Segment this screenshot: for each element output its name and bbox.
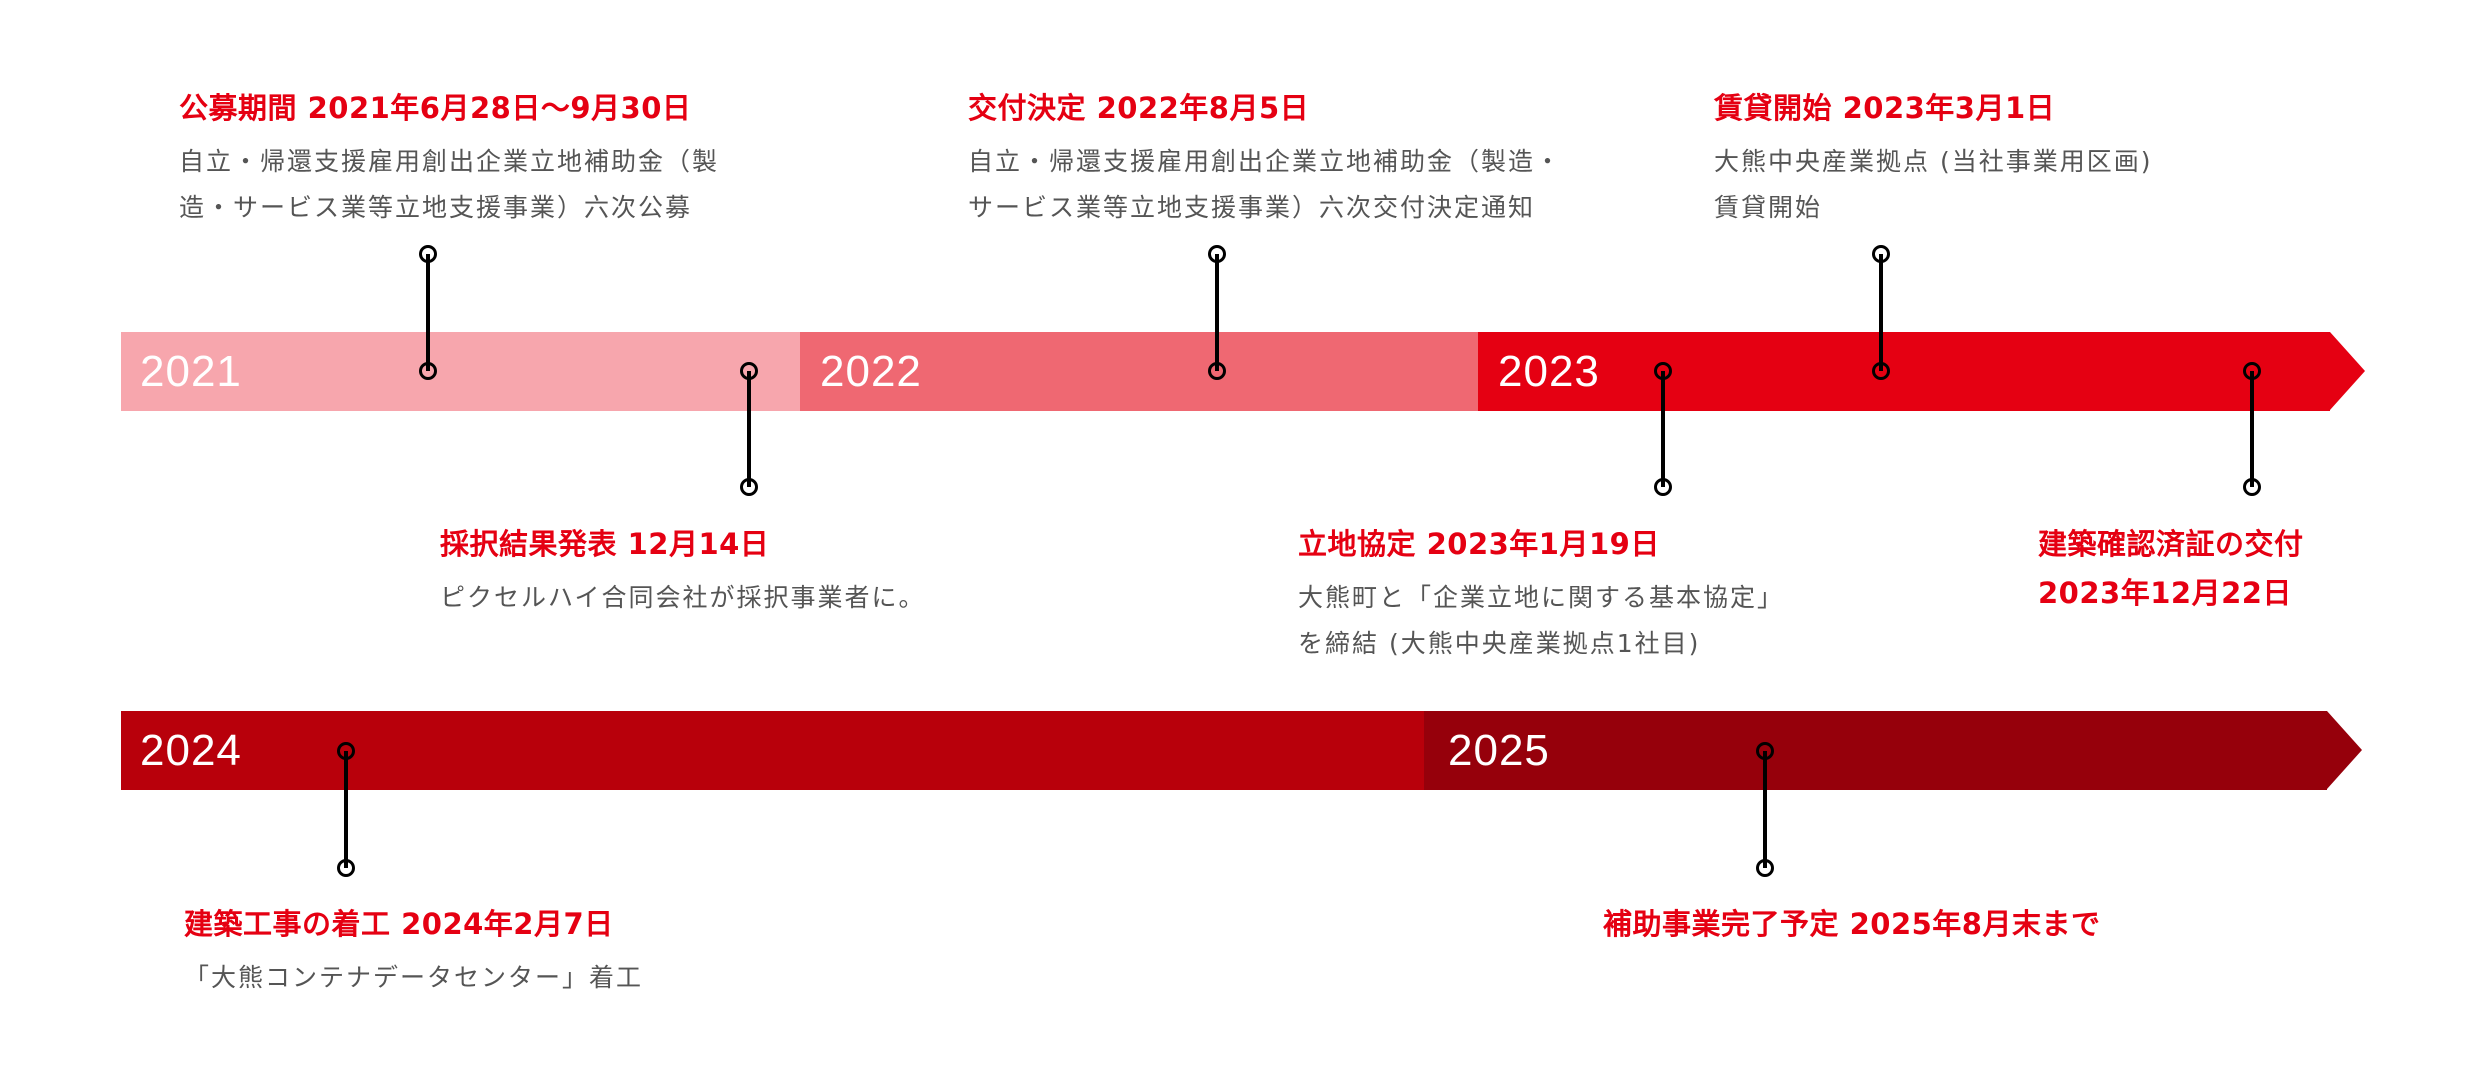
year-segment-2021 (121, 332, 800, 411)
connector-line (426, 254, 430, 371)
connector-line (1763, 751, 1767, 868)
event-desc: 「大熊コンテナデータセンター」着工 (184, 963, 644, 992)
connector-dot (1207, 361, 1226, 380)
connector-dot (1653, 361, 1672, 380)
connector-dot (2242, 361, 2261, 380)
event-location-agreement: 立地協定 2023年1月19日 大熊町と「企業立地に関する基本協定」を締結 (大… (1298, 524, 1784, 667)
year-label-2025: 2025 (1448, 726, 1550, 775)
year-segment-2025 (1424, 711, 2327, 790)
connector-dot (2242, 477, 2261, 496)
connector-dot (1755, 741, 1774, 760)
event-title: 公募期間 2021年6月28日〜9月30日 (179, 91, 692, 125)
connector-dot (1207, 244, 1226, 263)
connector-dot (739, 361, 758, 380)
event-title: 立地協定 2023年1月19日 (1298, 527, 1660, 561)
event-desc: 造・サービス業等立地支援事業）六次公募 (179, 193, 693, 222)
event-selection-result: 採択結果発表 12月14日 ピクセルハイ合同会社が採択事業者に。 (440, 524, 926, 621)
year-segment-2023 (1478, 332, 2330, 411)
event-application-period: 公募期間 2021年6月28日〜9月30日 自立・帰還支援雇用創出企業立地補助金… (179, 88, 719, 231)
connector-line (344, 751, 348, 868)
event-desc: 自立・帰還支援雇用創出企業立地補助金（製 (179, 147, 720, 176)
year-label-2024: 2024 (140, 726, 242, 775)
event-lease-start: 賃貸開始 2023年3月1日 大熊中央産業拠点 (当社事業用区画) 賃貸開始 (1714, 88, 2152, 231)
event-project-completion: 補助事業完了予定 2025年8月末まで (1603, 904, 2101, 944)
event-title: 建築確認済証の交付 (2038, 527, 2304, 561)
connector-dot (739, 477, 758, 496)
connector-dot (418, 244, 437, 263)
timeline-arrow-head (2327, 711, 2362, 789)
timeline-arrow-head (2330, 332, 2365, 410)
connector-line (1879, 254, 1883, 371)
event-desc: を締結 (大熊中央産業拠点1社目) (1298, 629, 1701, 658)
connector-dot (336, 741, 355, 760)
year-segment-2024 (121, 711, 1424, 790)
event-title: 建築工事の着工 2024年2月7日 (184, 907, 614, 941)
event-title: 2023年12月22日 (2038, 576, 2292, 610)
event-desc: 大熊中央産業拠点 (当社事業用区画) (1714, 147, 2153, 176)
event-desc: 自立・帰還支援雇用創出企業立地補助金（製造・ (968, 147, 1563, 176)
connector-dot (1871, 361, 1890, 380)
event-building-certificate: 建築確認済証の交付 2023年12月22日 (2038, 520, 2304, 618)
event-title: 交付決定 2022年8月5日 (968, 91, 1310, 125)
event-title: 賃貸開始 2023年3月1日 (1714, 91, 2056, 125)
year-segment-2022 (800, 332, 1478, 411)
connector-dot (1871, 244, 1890, 263)
connector-line (1215, 254, 1219, 371)
event-desc: サービス業等立地支援事業）六次交付決定通知 (968, 193, 1536, 222)
connector-dot (418, 361, 437, 380)
connector-dot (336, 858, 355, 877)
connector-line (1661, 371, 1665, 487)
event-desc: 大熊町と「企業立地に関する基本協定」 (1298, 583, 1785, 612)
connector-line (2250, 371, 2254, 487)
event-title: 補助事業完了予定 2025年8月末まで (1603, 907, 2101, 941)
event-desc: 賃貸開始 (1714, 193, 1823, 222)
event-construction-start: 建築工事の着工 2024年2月7日 「大熊コンテナデータセンター」着工 (184, 904, 643, 1001)
year-label-2023: 2023 (1498, 347, 1600, 396)
year-label-2021: 2021 (140, 347, 242, 396)
event-desc: ピクセルハイ合同会社が採択事業者に。 (440, 583, 926, 612)
connector-line (747, 371, 751, 487)
connector-dot (1653, 477, 1672, 496)
year-label-2022: 2022 (820, 347, 922, 396)
event-title: 採択結果発表 12月14日 (440, 527, 770, 561)
connector-dot (1755, 858, 1774, 877)
event-grant-decision: 交付決定 2022年8月5日 自立・帰還支援雇用創出企業立地補助金（製造・サービ… (968, 88, 1562, 231)
